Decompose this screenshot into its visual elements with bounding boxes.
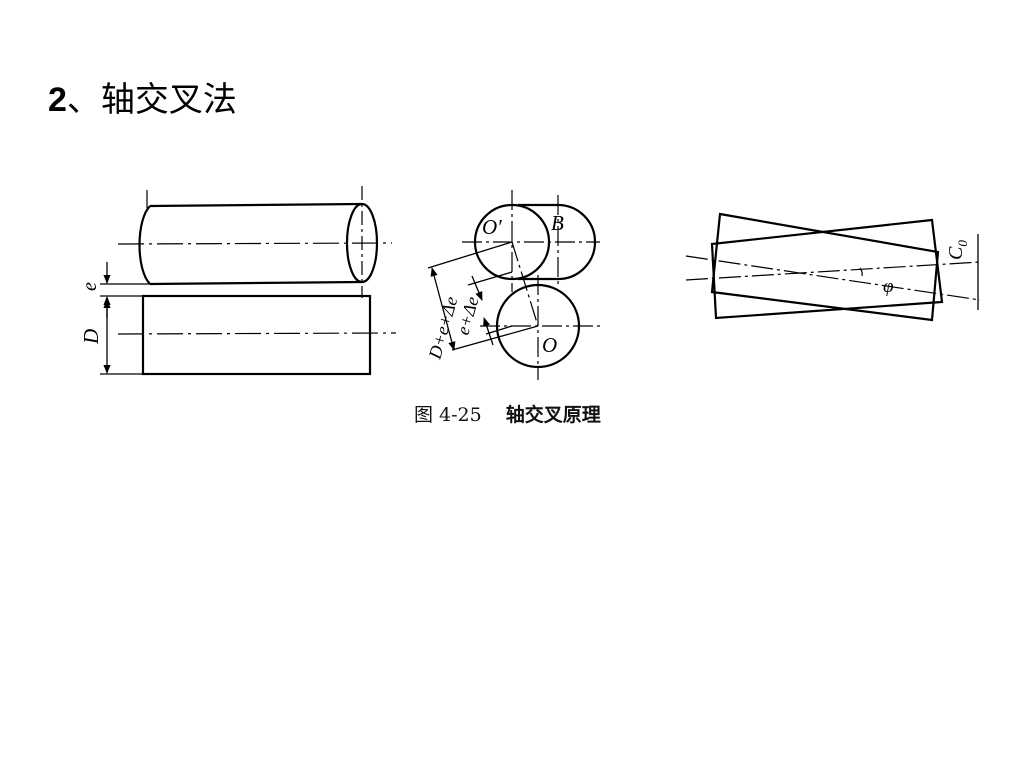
label-C0-sub: 0 [955,240,970,247]
label-C0-main: C [945,246,967,260]
label-phi: φ [883,276,894,297]
label-D: D [79,329,103,345]
caption-number: 图 4-25 [414,404,482,426]
title-number: 2 [48,81,67,119]
label-O: O [542,333,557,357]
left-cylinders-view [100,186,397,376]
crossed-cylinder-b [710,218,944,320]
label-e: e [79,282,101,291]
dimension-e-D [100,262,150,375]
title-text: 、轴交叉法 [66,80,237,120]
label-O-prime: O′ [482,215,502,239]
slide-title: 2、轴交叉法 [48,80,237,121]
label-C0: C0 [945,240,970,260]
lower-cylinder [117,294,397,376]
middle-circles-view [427,190,604,380]
upper-cylinder [117,186,393,298]
label-B: B [551,211,564,235]
svg-text:C0: C0 [945,240,970,260]
right-crossed-view [685,212,981,322]
figure-caption: 图 4-25 轴交叉原理 [414,400,601,427]
crossed-cylinder-a [710,212,940,322]
caption-text: 轴交叉原理 [505,404,601,426]
